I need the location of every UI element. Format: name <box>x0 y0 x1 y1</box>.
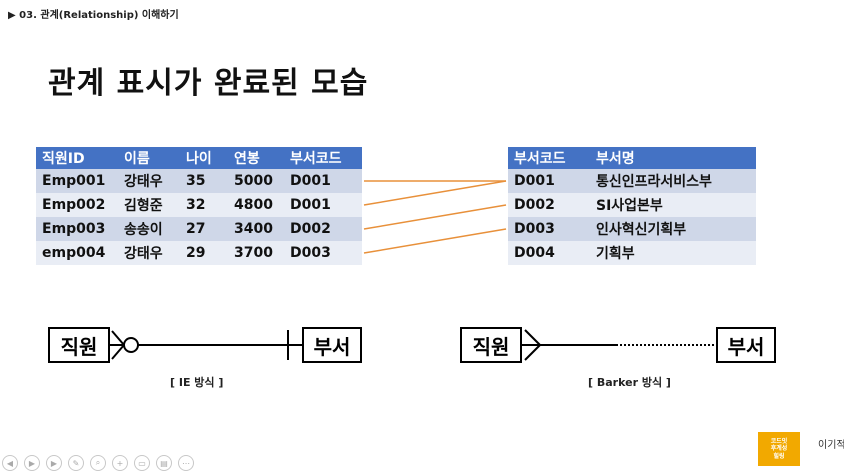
screen-icon[interactable]: ▭ <box>134 455 150 471</box>
column-header: 나이 <box>180 147 228 169</box>
cell: D003 <box>508 217 590 241</box>
publisher-logo: 이기적 <box>818 440 844 451</box>
previous-icon[interactable]: ◀ <box>2 455 18 471</box>
ie-optional-circle <box>123 337 139 353</box>
captions-icon[interactable]: ▤ <box>156 455 172 471</box>
breadcrumb: ▶ 03. 관계(Relationship) 이해하기 <box>8 10 179 21</box>
badge-line: 코드잇 <box>770 438 788 446</box>
cell: SI사업본부 <box>590 193 756 217</box>
play-icon[interactable]: ▶ <box>24 455 40 471</box>
table-row: emp004 강태우 29 3700 D003 <box>36 241 362 265</box>
table-row: D001 통신인프라서비스부 <box>508 169 756 193</box>
cell: 김형준 <box>118 193 180 217</box>
table-row: D002 SI사업본부 <box>508 193 756 217</box>
page-title: 관계 표시가 완료된 모습 <box>48 66 369 101</box>
table-row: Emp003 송송이 27 3400 D002 <box>36 217 362 241</box>
department-table: 부서코드 부서명 D001 통신인프라서비스부 D002 SI사업본부 D003… <box>508 147 756 265</box>
ie-caption: [ IE 방식 ] <box>170 376 224 389</box>
zoom-icon[interactable]: ⌕ <box>90 455 106 471</box>
column-header: 이름 <box>118 147 180 169</box>
zoom-in-icon[interactable]: + <box>112 455 128 471</box>
cell: D002 <box>508 193 590 217</box>
cell: Emp001 <box>36 169 118 193</box>
barker-connector <box>522 329 716 361</box>
table-row: D004 기획부 <box>508 241 756 265</box>
ie-crow-foot-bottom <box>111 344 125 360</box>
cell: 5000 <box>228 169 284 193</box>
department-table-header: 부서코드 부서명 <box>508 147 756 169</box>
cell: Emp002 <box>36 193 118 217</box>
course-badge: 코드잇 후계성 힐링 <box>758 432 800 466</box>
relationship-line <box>363 180 507 206</box>
barker-caption: [ Barker 방식 ] <box>588 376 671 389</box>
next-icon[interactable]: ▶ <box>46 455 62 471</box>
cell: 3400 <box>228 217 284 241</box>
barker-department-entity: 부서 <box>716 327 776 363</box>
pen-icon[interactable]: ✎ <box>68 455 84 471</box>
relationship-line <box>363 204 507 230</box>
cell: emp004 <box>36 241 118 265</box>
barker-employee-entity: 직원 <box>460 327 522 363</box>
table-row: Emp001 강태우 35 5000 D001 <box>36 169 362 193</box>
cell: D001 <box>284 169 362 193</box>
employee-table: 직원ID 이름 나이 연봉 부서코드 Emp001 강태우 35 5000 D0… <box>36 147 362 265</box>
ie-crow-foot-top <box>111 330 125 346</box>
cell: 강태우 <box>118 169 180 193</box>
ie-connector <box>110 330 302 360</box>
barker-crow-foot-top <box>524 329 541 346</box>
cell: 인사혁신기획부 <box>590 217 756 241</box>
ie-department-entity: 부서 <box>302 327 362 363</box>
cell: 4800 <box>228 193 284 217</box>
relationship-line <box>363 228 507 254</box>
cell: 강태우 <box>118 241 180 265</box>
cell: D004 <box>508 241 590 265</box>
cell: 35 <box>180 169 228 193</box>
column-header: 부서코드 <box>508 147 590 169</box>
cell: 기획부 <box>590 241 756 265</box>
cell: 27 <box>180 217 228 241</box>
column-header: 부서명 <box>590 147 756 169</box>
barker-crow-foot-bottom <box>524 344 541 361</box>
cell: Emp003 <box>36 217 118 241</box>
player-controls: ◀ ▶ ▶ ✎ ⌕ + ▭ ▤ ⋯ <box>2 455 194 471</box>
cell: D001 <box>508 169 590 193</box>
cell: 송송이 <box>118 217 180 241</box>
table-row: D003 인사혁신기획부 <box>508 217 756 241</box>
more-icon[interactable]: ⋯ <box>178 455 194 471</box>
relationship-lines <box>363 180 507 254</box>
column-header: 연봉 <box>228 147 284 169</box>
ie-employee-entity: 직원 <box>48 327 110 363</box>
cell: 3700 <box>228 241 284 265</box>
table-row: Emp002 김형준 32 4800 D001 <box>36 193 362 217</box>
cell: D002 <box>284 217 362 241</box>
cell: 32 <box>180 193 228 217</box>
column-header: 직원ID <box>36 147 118 169</box>
column-header: 부서코드 <box>284 147 362 169</box>
cell: 29 <box>180 241 228 265</box>
badge-line: 힐링 <box>773 452 785 460</box>
cell: D001 <box>284 193 362 217</box>
badge-line: 후계성 <box>770 445 788 453</box>
cell: D003 <box>284 241 362 265</box>
employee-table-header: 직원ID 이름 나이 연봉 부서코드 <box>36 147 362 169</box>
cell: 통신인프라서비스부 <box>590 169 756 193</box>
